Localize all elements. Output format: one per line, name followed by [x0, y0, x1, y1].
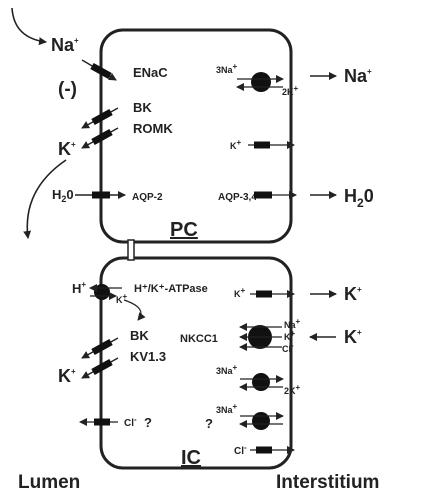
ic-k-inter-top-label: K+ [344, 284, 362, 304]
ic-bk-channel [81, 337, 119, 359]
aqp2-label: AQP-2 [132, 192, 163, 203]
ic-pump2-na-label: 3Na+ [216, 402, 238, 415]
kv13-channel [81, 357, 119, 379]
nkcc-na-label: Na+ [284, 317, 301, 330]
ic-na-k-pump [239, 373, 284, 391]
interstitium-region-label: Interstitium [276, 472, 379, 493]
na-entry-curve-arrow [11, 7, 47, 46]
pc-cell-outline [99, 28, 293, 244]
pc-romk-label: ROMK [133, 121, 173, 136]
pc-na-k-pump [236, 72, 284, 92]
ic-pump-k-label: 2K+ [284, 383, 301, 396]
ic-bk-label: BK [130, 328, 149, 343]
gap-junction [127, 239, 135, 261]
ic-k-inter-nkcc-label: K+ [344, 327, 362, 347]
na-inter-label: Na+ [344, 66, 372, 86]
pc-bk-channel [81, 107, 119, 129]
ic-pump2-unknown-mark: ? [205, 416, 213, 431]
ic-cl-lumen-label: Cl- [124, 415, 137, 429]
ic-pump-na-label: 3Na+ [216, 363, 238, 376]
ic-cl-inter-label: Cl- [234, 443, 247, 457]
kv13-label: KV1.3 [130, 349, 166, 364]
nkcc1-label: NKCC1 [180, 333, 218, 345]
h-k-atpase-pump [89, 284, 122, 300]
ic-k-small-label: K+ [116, 292, 128, 305]
pc-k-channel-label: K+ [230, 138, 242, 151]
pc-cell-label: PC [170, 219, 198, 241]
enac-label: ENaC [133, 65, 168, 80]
nkcc1-transporter [239, 323, 282, 351]
pc-pump-k-label: 2K+ [282, 84, 299, 97]
enac-channel [81, 59, 117, 81]
h-lumen-label: H+ [72, 280, 86, 296]
aqp34-label: AQP-3,4 [218, 192, 257, 203]
pc-k-lumen-label: K+ [58, 139, 76, 159]
pc-romk-channel [81, 127, 119, 149]
lumen-region-label: Lumen [18, 472, 80, 493]
pc-bk-label: BK [133, 100, 152, 115]
h2o-inter-label: H20 [344, 186, 374, 210]
h2o-lumen-label: H20 [52, 187, 74, 204]
na-lumen-label: Na+ [51, 35, 79, 55]
ic-unknown-pump [239, 412, 284, 430]
lumen-charge: (-) [58, 79, 77, 100]
ic-cl-unknown-mark: ? [144, 415, 152, 430]
k-secretion-curve-arrow [23, 159, 67, 239]
ic-k-lumen-label: K+ [58, 366, 76, 386]
ic-cell-label: IC [181, 447, 201, 469]
pc-pump-na-label: 3Na+ [216, 62, 238, 75]
ic-cell-outline [99, 256, 293, 470]
h-k-atpase-label: H⁺/K⁺-ATPase [134, 283, 208, 295]
nkcc-k-label: K+ [284, 329, 296, 342]
nkcc-cl-label: Cl- [282, 341, 294, 354]
k-recycle-curve-arrow [123, 299, 146, 321]
ic-k-channel-label: K+ [234, 286, 246, 299]
